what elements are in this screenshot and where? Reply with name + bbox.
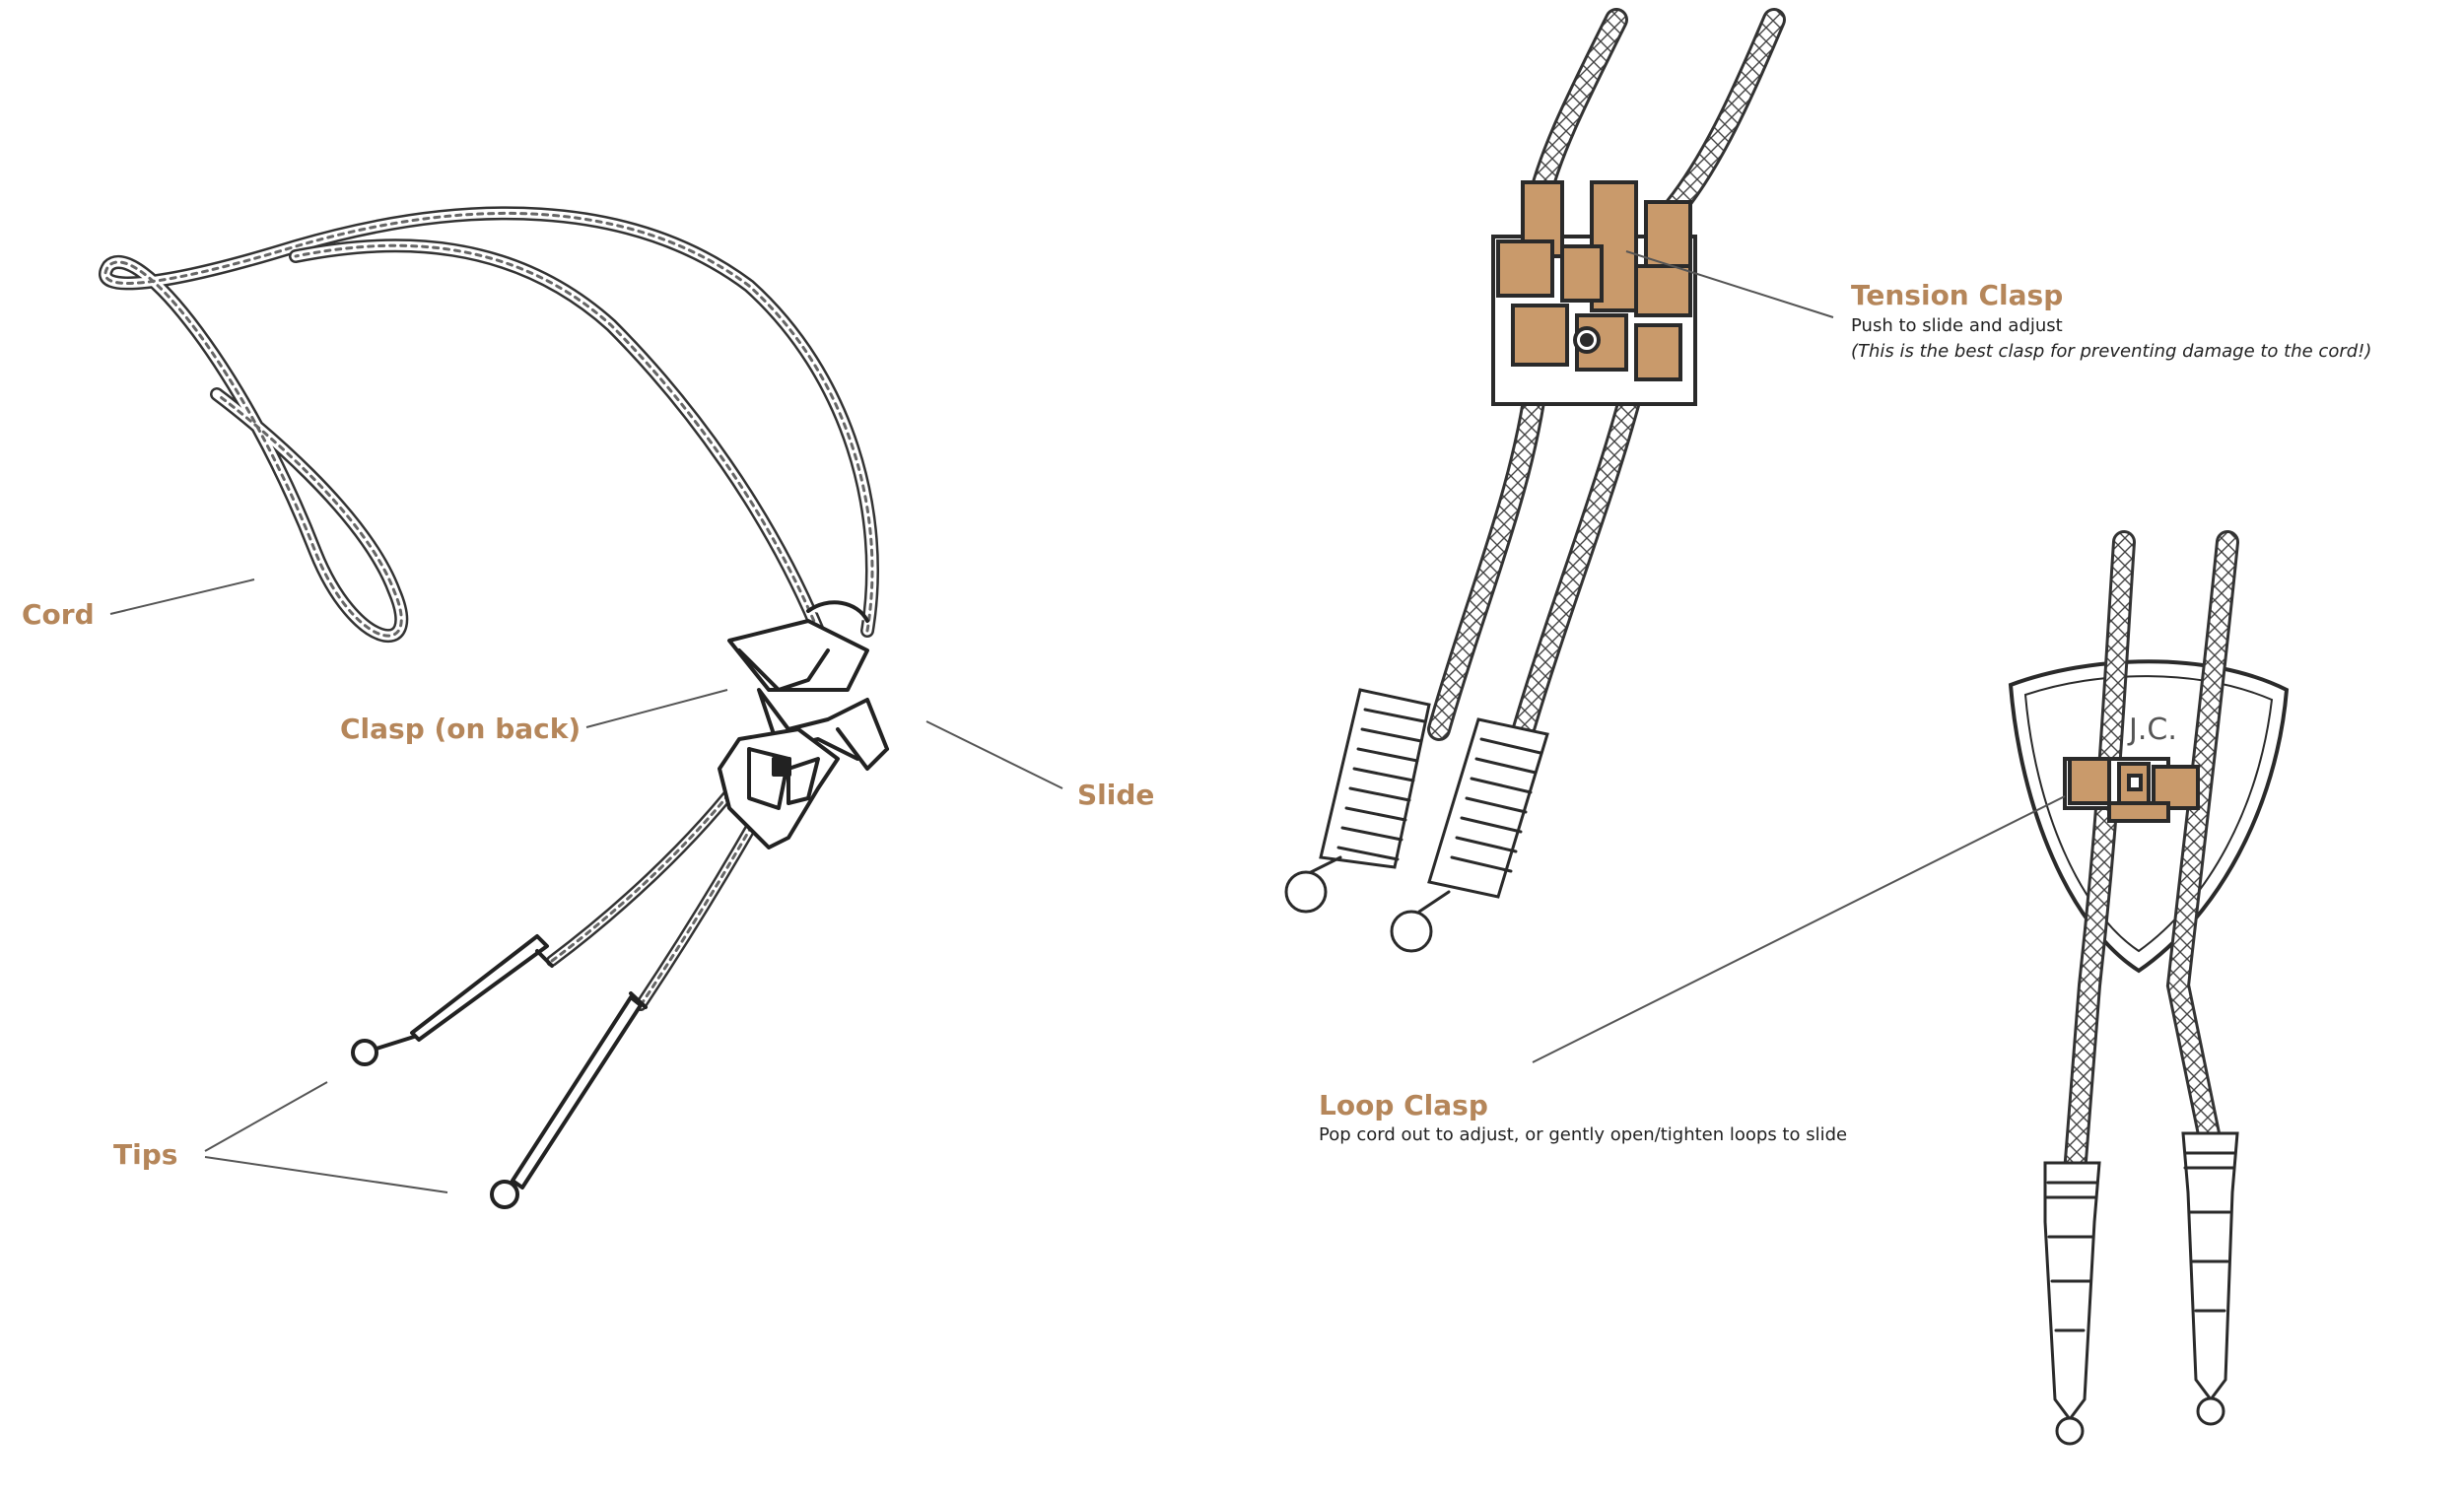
clasp-leader: [585, 689, 728, 728]
tension-coil-tips: [1284, 688, 1549, 953]
loop-leader: [1532, 795, 2066, 1063]
tips-leader-upper: [204, 1081, 328, 1152]
left-tips: [351, 934, 648, 1209]
leader-lines: [109, 250, 2066, 1193]
tension-clasp-description: Push to slide and adjust: [1851, 315, 2063, 336]
cord-leader: [109, 578, 255, 615]
loop-clasp-bolo: J.C.: [2008, 530, 2290, 1446]
cord-label: Cord: [22, 598, 95, 631]
loop-clasp-label: Loop Clasp: [1319, 1089, 1488, 1121]
loop-clasp-description: Pop cord out to adjust, or gently open/t…: [1319, 1124, 1848, 1145]
left-bolo-tie: [99, 206, 889, 1209]
tips-label: Tips: [113, 1138, 178, 1171]
slide-label: Slide: [1077, 779, 1155, 811]
left-cord: [99, 206, 879, 1011]
tension-clasp-note: (This is the best clasp for preventing d…: [1851, 341, 2372, 362]
tension-clasp-bolo: [1284, 8, 1786, 953]
slide-engraving: J.C.: [2127, 713, 2177, 747]
left-slide: [718, 600, 889, 849]
tension-leader: [1625, 250, 1834, 318]
slide-leader: [925, 720, 1063, 789]
tension-clasp-label: Tension Clasp: [1851, 279, 2064, 311]
loop-tips: [2043, 1131, 2239, 1446]
tips-leader-lower: [204, 1156, 448, 1193]
loop-clasp-body: [2063, 757, 2200, 823]
clasp-on-back-label: Clasp (on back): [340, 713, 582, 745]
tension-clasp-body: [1491, 180, 1697, 406]
